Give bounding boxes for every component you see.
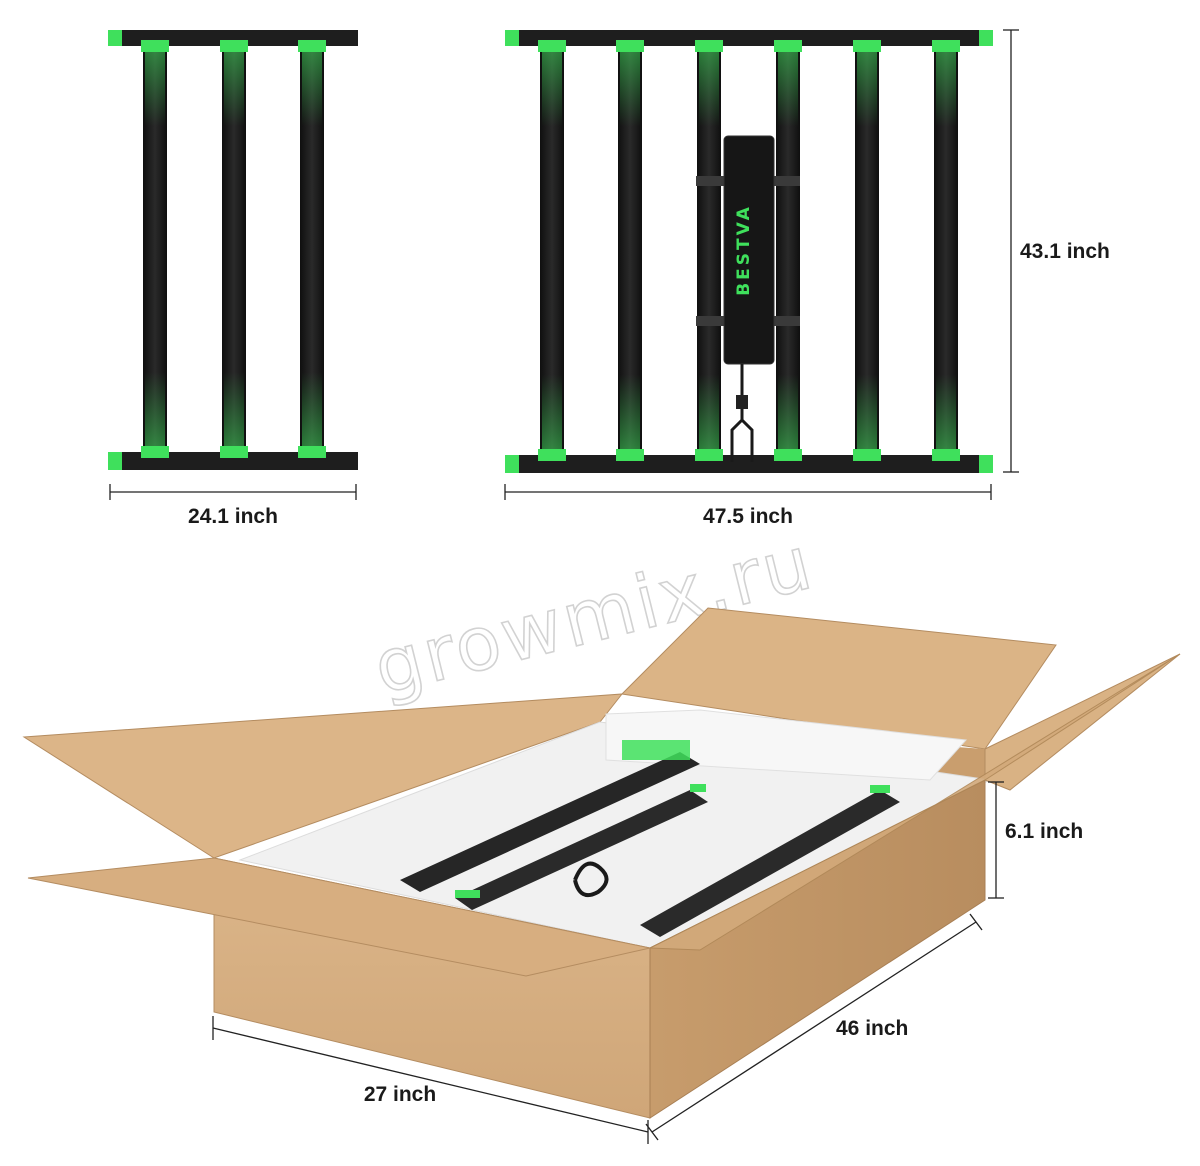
bottom-rail bbox=[505, 455, 993, 473]
light-bar-end-cap bbox=[695, 449, 723, 461]
light-bar-led-strip bbox=[224, 44, 244, 454]
box-length-dimension: 46 inch bbox=[645, 913, 983, 1141]
light-bar-end-cap bbox=[141, 446, 169, 458]
light-bar-led-strip bbox=[857, 44, 877, 457]
top-rail bbox=[505, 30, 993, 46]
light-bar-end-cap bbox=[774, 40, 802, 52]
rail-end-cap bbox=[505, 455, 519, 473]
brand-logo: BESTVA bbox=[734, 204, 754, 296]
shipping-box bbox=[22, 607, 1181, 1119]
cable-connector bbox=[736, 395, 748, 409]
rail-end-cap bbox=[505, 30, 519, 46]
driver-cables bbox=[730, 364, 754, 462]
light-bar-end-cap bbox=[220, 40, 248, 52]
led-driver: BESTVA bbox=[696, 135, 800, 462]
light-bar-end-cap bbox=[538, 40, 566, 52]
top-rail bbox=[108, 30, 358, 46]
light-bar-end-cap bbox=[932, 40, 960, 52]
light-bar-led-strip bbox=[778, 44, 798, 457]
rail-end-cap bbox=[108, 452, 122, 470]
box-right-flap-inner bbox=[649, 653, 1181, 951]
light-bar-end-cap bbox=[695, 40, 723, 52]
small-width-dimension: 24.1 inch bbox=[109, 484, 357, 528]
light-bar-led-strip bbox=[542, 44, 562, 457]
light-bar-end-cap bbox=[616, 40, 644, 52]
rail-end-cap bbox=[108, 30, 122, 46]
light-bar-led-strip bbox=[699, 44, 719, 457]
box-height-label: 6.1 inch bbox=[1005, 820, 1083, 843]
fixture-height-label: 43.1 inch bbox=[1020, 240, 1110, 263]
small-width-label: 24.1 inch bbox=[188, 505, 278, 528]
large-width-dimension: 47.5 inch bbox=[504, 484, 992, 528]
light-bar-end-cap bbox=[220, 446, 248, 458]
light-bars bbox=[538, 40, 960, 461]
light-bars bbox=[141, 40, 326, 458]
light-bar-end-cap bbox=[616, 449, 644, 461]
light-bar-end-cap bbox=[853, 40, 881, 52]
rail-end-cap bbox=[979, 30, 993, 46]
light-bar-led-strip bbox=[936, 44, 956, 457]
large-width-label: 47.5 inch bbox=[703, 505, 793, 528]
box-height-dimension: 6.1 inch bbox=[988, 781, 1083, 899]
rail-end-cap bbox=[979, 455, 993, 473]
large-light-fixture: BESTVA bbox=[505, 30, 993, 473]
box-length-label: 46 inch bbox=[836, 1017, 908, 1040]
box-right-flap bbox=[984, 653, 1181, 791]
light-bar-end-cap bbox=[141, 40, 169, 52]
light-bar-led-strip bbox=[302, 44, 322, 454]
light-bar-end-cap bbox=[774, 449, 802, 461]
fixture-height-dimension: 43.1 inch bbox=[1003, 29, 1110, 473]
light-bar-end-cap bbox=[538, 449, 566, 461]
light-bar-end-cap bbox=[298, 40, 326, 52]
box-width-label: 27 inch bbox=[364, 1083, 436, 1106]
light-bar-led-strip bbox=[620, 44, 640, 457]
light-bar-end-cap bbox=[298, 446, 326, 458]
light-bar-end-cap bbox=[853, 449, 881, 461]
box-width-dimension: 27 inch bbox=[212, 1016, 649, 1144]
bottom-rail bbox=[108, 452, 358, 470]
light-bar-led-strip bbox=[145, 44, 165, 454]
packed-light-bars bbox=[400, 740, 900, 937]
small-light-fixture bbox=[108, 30, 358, 470]
light-bar-end-cap bbox=[932, 449, 960, 461]
driver-housing bbox=[723, 135, 775, 365]
